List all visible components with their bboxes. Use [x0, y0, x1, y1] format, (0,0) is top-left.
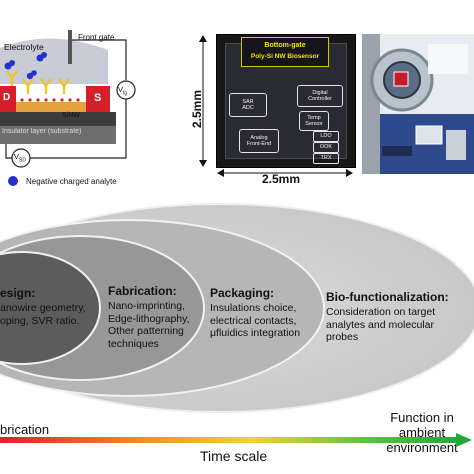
chip-block-ook: OOK	[313, 142, 339, 153]
biofunctionalization-title: Bio-functionalization:	[326, 290, 449, 304]
insulator-layer	[0, 112, 116, 126]
design-body: anowire geometry,oping, SVR ratio.	[0, 302, 86, 327]
substrate-layer	[0, 126, 116, 144]
vsd-label: VSD	[14, 152, 26, 164]
chip-title-box: Bottom-gate Poly-Si NW Biosensor	[241, 37, 329, 67]
antibody-receptors	[6, 70, 70, 94]
chip-title-line2: Poly-Si NW Biosensor	[250, 53, 320, 60]
time-scale-arrow	[0, 433, 472, 447]
drain-label: D	[3, 92, 11, 103]
fabrication-title: Fabrication:	[108, 284, 177, 298]
analyte-molecules	[4, 52, 47, 80]
chip-title-line1: Bottom-gate	[264, 42, 306, 49]
vfg-label: Vfg	[118, 85, 128, 97]
design-title: esign:	[0, 286, 36, 300]
electrolyte-label: Electrolyte	[4, 42, 44, 52]
chip-block-trx: TRX	[313, 153, 339, 164]
vertical-dimension-arrow	[199, 35, 207, 167]
timeline-start-label: brication	[0, 422, 50, 437]
packaging-title: Packaging:	[210, 286, 275, 300]
stage-ellipse-design	[0, 251, 101, 365]
fabrication-body: Nano-imprinting,Edge-lithography, Other …	[108, 300, 190, 350]
insulator-label: Insulator layer (substrate)	[2, 128, 82, 135]
fabrication-stages-diagram	[0, 203, 474, 413]
packaged-device-photo	[362, 34, 474, 174]
chip-width-label: 2.5mm	[262, 172, 301, 186]
vsd-source-symbol	[11, 148, 31, 168]
chip-highlight-box	[393, 71, 409, 87]
time-scale-label: Time scale	[200, 448, 268, 464]
chip-block-ldo: LDO	[313, 131, 339, 142]
drain-electrode	[0, 86, 16, 112]
sinw-nanowire	[16, 102, 86, 112]
electrolyte-region	[0, 38, 108, 84]
horizontal-dimension-arrow	[217, 169, 353, 177]
source-label: S	[94, 92, 102, 104]
front-gate-label: Front gate	[78, 33, 115, 42]
sinw-label: SiNW	[62, 112, 80, 119]
front-gate-electrode	[68, 30, 72, 64]
analyte-legend-label: Negative charged analyte	[26, 177, 117, 186]
packaging-body: Insulations choice,electrical contacts, …	[210, 302, 301, 339]
surface-charges	[20, 98, 80, 102]
source-electrode	[86, 86, 110, 112]
chip-height-label: 2.5mm	[190, 89, 204, 128]
analyte-legend-icon	[8, 176, 18, 186]
sinw-sensor-schematic	[0, 30, 136, 168]
